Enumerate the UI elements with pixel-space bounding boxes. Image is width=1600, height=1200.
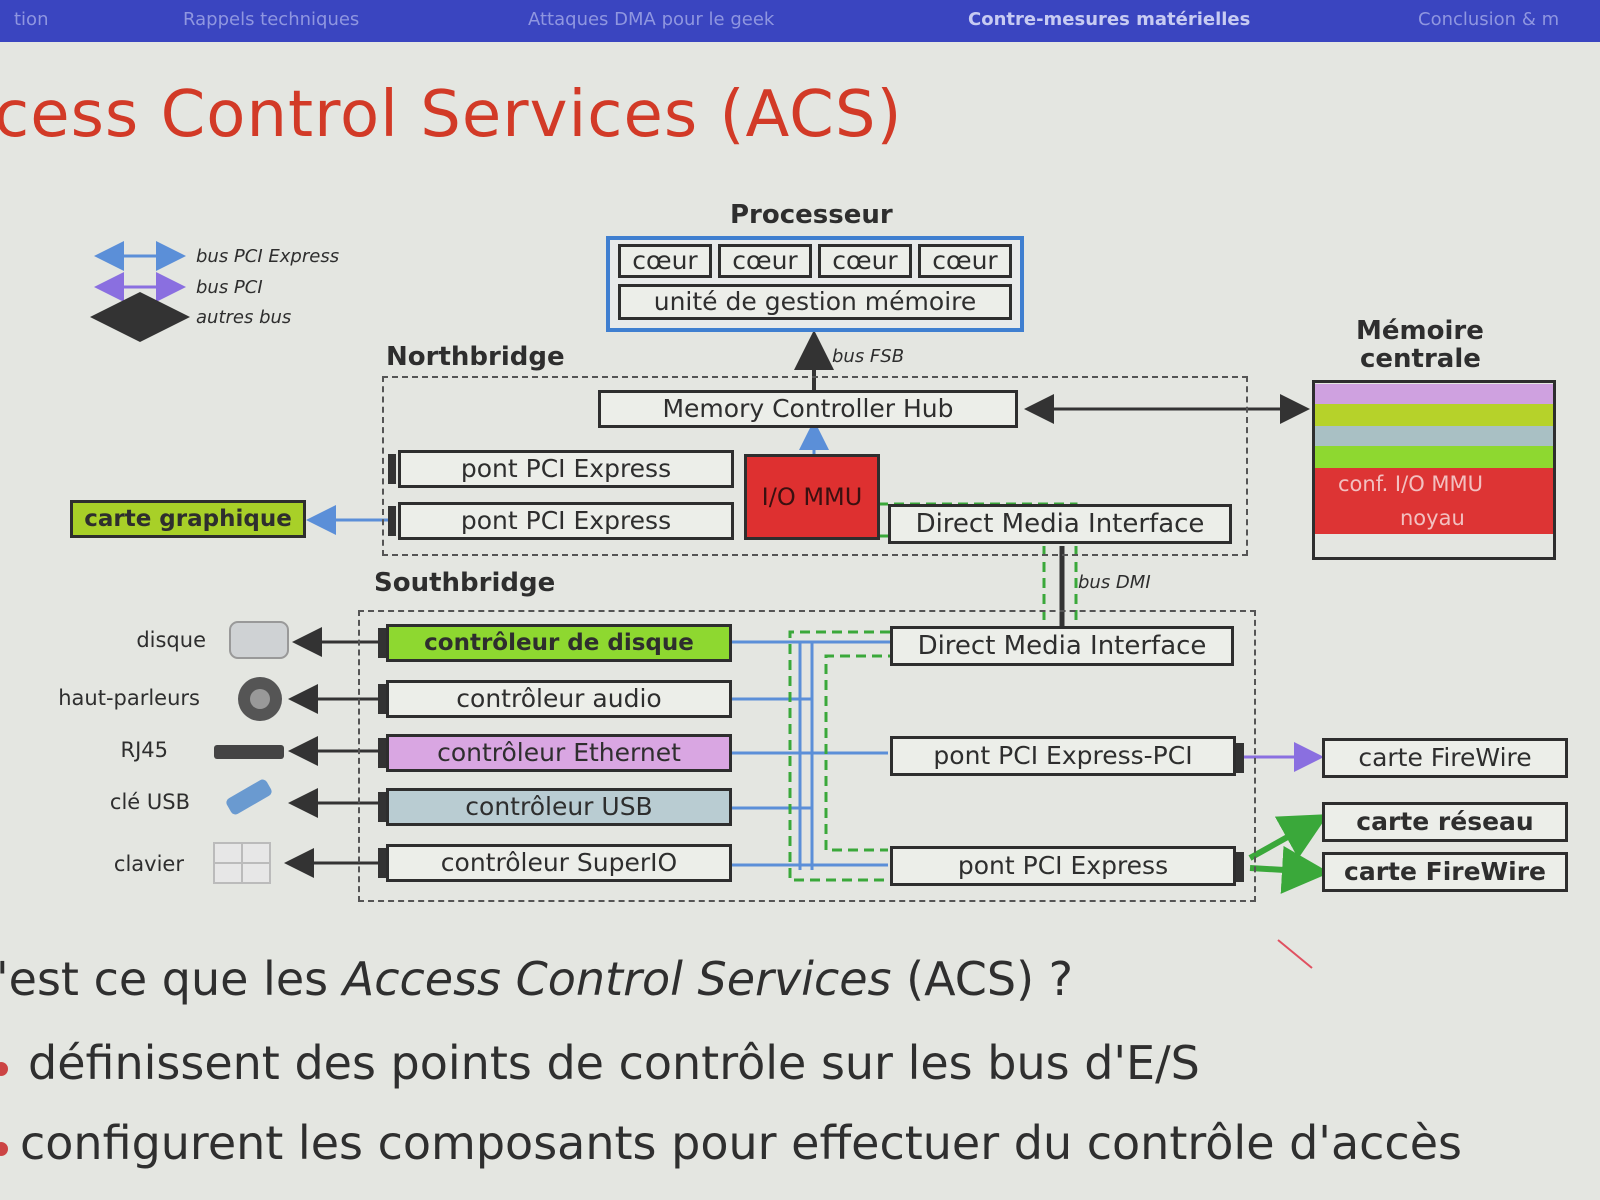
usb-key-icon [226, 779, 272, 815]
disk-icon [229, 621, 289, 659]
bullet-1: définissent des points de contrôle sur l… [28, 1036, 1200, 1090]
disk-controller: contrôleur de disque [386, 624, 732, 662]
acs-question-suffix: (ACS) ? [891, 952, 1074, 1006]
memory-conf-iommu: conf. I/O MMU [1338, 472, 1484, 496]
pcie-pci-bridge: pont PCI Express-PCI [890, 736, 1236, 776]
southbridge-dmi: Direct Media Interface [890, 626, 1234, 666]
acs-question-italic: Access Control Services [342, 952, 892, 1006]
laser-mark [1277, 939, 1313, 969]
graphics-card: carte graphique [70, 500, 306, 538]
firewire2-green-arrow [1249, 845, 1330, 894]
acs-question-prefix: 'est ce que les [0, 952, 343, 1006]
nav-item-attaques[interactable]: Attaques DMA pour le geek [528, 9, 775, 30]
firewire-card-1: carte FireWire [1322, 738, 1568, 778]
audio-controller: contrôleur audio [386, 680, 732, 718]
superio-controller: contrôleur SuperIO [386, 844, 732, 882]
mmu-block: unité de gestion mémoire [618, 284, 1012, 320]
iommu-block: I/O MMU [744, 454, 880, 540]
bus-fsb-label: bus FSB [832, 346, 905, 367]
pcie-bridge-1: pont PCI Express [398, 450, 734, 488]
core-4: cœur [918, 244, 1012, 278]
nav-item-rappels[interactable]: Rappels techniques [183, 9, 360, 30]
acs-question: 'est ce que les Access Control Services … [0, 952, 1073, 1006]
southbridge-pcie-links [732, 640, 890, 870]
ethernet-controller: contrôleur Ethernet [386, 734, 732, 772]
memory-controller-hub: Memory Controller Hub [598, 390, 1018, 428]
rj45-plug-icon [214, 745, 284, 759]
northbridge-dmi: Direct Media Interface [888, 504, 1232, 544]
bullet-2: configurent les composants pour effectue… [20, 1116, 1462, 1170]
device-label-rj45: RJ45 [120, 738, 168, 762]
network-card: carte réseau [1322, 802, 1568, 842]
northbridge-region [382, 376, 1248, 556]
network-card-green-arrow [1248, 814, 1329, 861]
pcie-bridge-2: pont PCI Express [398, 502, 734, 540]
bullet-marker-1 [0, 1062, 8, 1076]
northbridge-title: Northbridge [386, 342, 565, 372]
core-1: cœur [618, 244, 712, 278]
legend-pci-label: bus PCI [196, 277, 263, 298]
device-label-speakers: haut-parleurs [58, 686, 200, 710]
firewire-card-2: carte FireWire [1322, 852, 1568, 892]
memory-title-line1: Mémoire [1356, 316, 1484, 346]
bus-dmi-label: bus DMI [1078, 572, 1151, 593]
navigation-bar: tion Rappels techniques Attaques DMA pou… [0, 0, 1600, 42]
nav-item-introduction[interactable]: tion [14, 9, 49, 30]
device-label-keyboard: clavier [113, 852, 184, 876]
device-links [284, 627, 388, 878]
device-icons [213, 621, 289, 884]
legend-other-label: autres bus [196, 307, 292, 328]
legend-pcie-label: bus PCI Express [196, 246, 340, 267]
core-3: cœur [818, 244, 912, 278]
slide-title: cess Control Services (ACS) [0, 78, 903, 152]
memory-title-line2: centrale [1360, 344, 1481, 374]
memory-kernel: noyau [1400, 506, 1465, 530]
device-label-disk: disque [136, 628, 206, 652]
nav-item-contre-mesures[interactable]: Contre-mesures matérielles [968, 9, 1251, 30]
memory-block [1312, 380, 1556, 560]
processor-title: Processeur [730, 200, 893, 230]
memory-bands [1315, 384, 1553, 534]
connector-pins [378, 454, 1244, 882]
nav-item-conclusion[interactable]: Conclusion & m [1418, 9, 1560, 30]
southbridge-title: Southbridge [374, 568, 556, 598]
southbridge-pcie-bridge: pont PCI Express [890, 846, 1236, 886]
usb-controller: contrôleur USB [386, 788, 732, 826]
device-label-usb-key: clé USB [109, 790, 190, 814]
southbridge-region [358, 610, 1256, 902]
core-2: cœur [718, 244, 812, 278]
bullet-marker-2 [0, 1142, 8, 1156]
